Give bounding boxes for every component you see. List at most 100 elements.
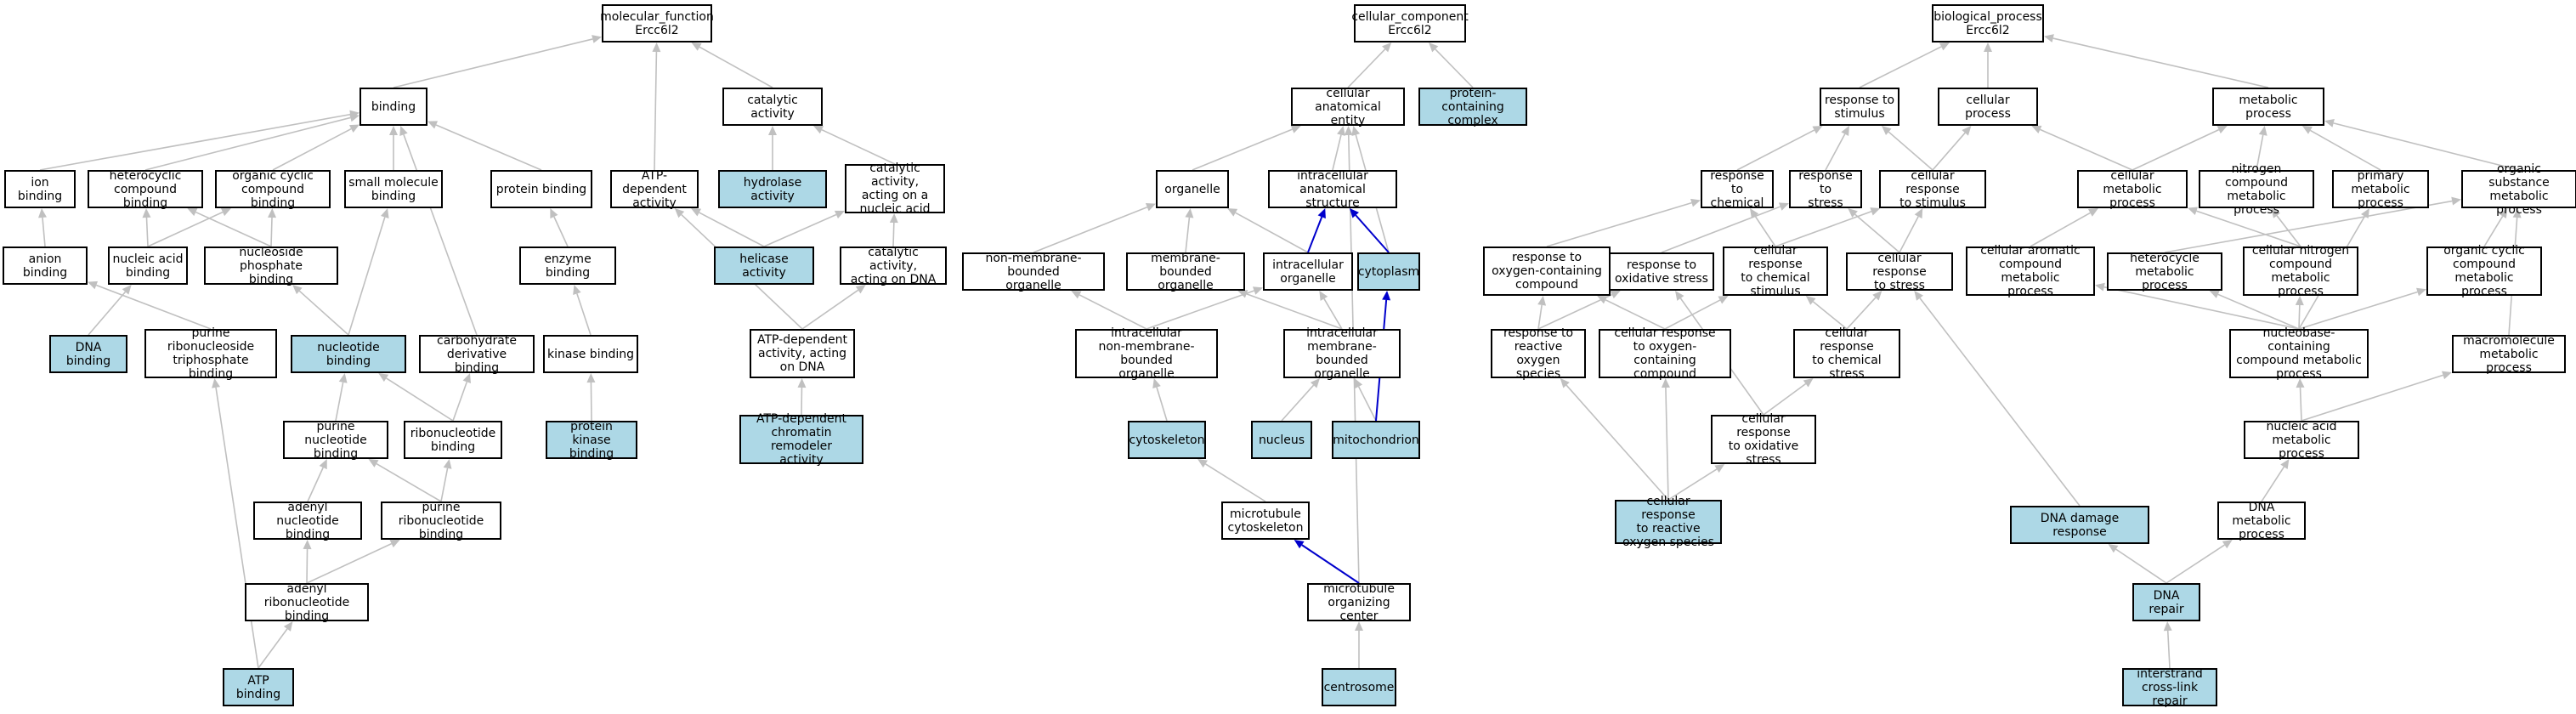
arrowhead-mtoc-to-mt_cyto: [1294, 540, 1305, 549]
node-heterocyclic-compound-binding[interactable]: heterocyclic compound binding: [88, 169, 203, 210]
edge-cell_resp_stress-to-resp_stress: [1854, 213, 1900, 253]
node-microtubule-cytoskeleton[interactable]: microtubule cytoskeleton: [1221, 502, 1310, 540]
node-primary-metabolic-process[interactable]: primary metabolic process: [2332, 169, 2429, 210]
node-cellular-response-to-stress[interactable]: cellular response to stress: [1846, 252, 1953, 292]
arrowhead-carb_binding-to-binding: [399, 126, 408, 137]
arrowhead-intra_nmb-to-intra_org: [1252, 286, 1263, 295]
node-enzyme-binding[interactable]: enzyme binding: [519, 246, 616, 285]
node-nucleoside-phosphate-binding[interactable]: nucleoside phosphate binding: [204, 246, 338, 286]
node-protein-binding[interactable]: protein binding: [490, 170, 592, 208]
node-cellular-nitrogen-compound-metabolic-process[interactable]: cellular nitrogen compound metabolic pro…: [2243, 244, 2358, 298]
node-carbohydrate-derivative-binding[interactable]: carbohydrate derivative binding: [419, 334, 535, 375]
node-chromatin-remodeler-activity[interactable]: ATP-dependent chromatin remodeler activi…: [739, 412, 863, 467]
node-nucleic-acid-binding[interactable]: nucleic acid binding: [108, 246, 188, 285]
node-cellular-process[interactable]: cellular process: [1938, 88, 2038, 126]
node-nucleotide-binding[interactable]: nucleotide binding: [291, 335, 406, 373]
node-biological-process[interactable]: biological_process Ercc6l2: [1932, 4, 2044, 42]
node-cellular-response-to-stimulus[interactable]: cellular response to stimulus: [1879, 169, 1986, 210]
node-purine-nucleotide-binding[interactable]: purine nucleotide binding: [283, 420, 388, 461]
node-atp-binding[interactable]: ATP binding: [223, 668, 294, 706]
node-cellular-response-to-oxygen-containing-compound[interactable]: cellular response to oxygen-containing c…: [1599, 326, 1731, 381]
arrowhead-hetero_binding-to-binding: [349, 113, 360, 122]
node-cellular-response-to-oxidative-stress[interactable]: cellular response to oxidative stress: [1711, 412, 1816, 467]
node-response-to-reactive-oxygen-species[interactable]: response to reactive oxygen species: [1491, 326, 1586, 381]
node-catalytic-activity-dna[interactable]: catalytic activity, acting on DNA: [840, 246, 947, 286]
node-heterocycle-metabolic-process[interactable]: heterocycle metabolic process: [2107, 252, 2222, 292]
node-microtubule-organizing-center[interactable]: microtubule organizing center: [1307, 582, 1411, 623]
node-cellular-response-to-chemical-stress[interactable]: cellular response to chemical stress: [1793, 326, 1900, 381]
node-interstrand-cross-link-repair[interactable]: interstrand cross-link repair: [2122, 667, 2217, 708]
node-membrane-bounded-organelle[interactable]: membrane-bounded organelle: [1126, 252, 1245, 292]
node-purine-ribonucleotide-binding[interactable]: purine ribonucleotide binding: [381, 501, 501, 541]
node-purine-ribonucleoside-triphosphate-binding[interactable]: purine ribonucleoside triphosphate bindi…: [144, 326, 277, 381]
edge-anion_binding-to-ion_binding: [42, 217, 46, 247]
node-intracellular-organelle[interactable]: intracellular organelle: [1263, 252, 1353, 291]
node-cytoskeleton[interactable]: cytoskeleton: [1128, 421, 1206, 459]
node-organic-cyclic-compound-binding[interactable]: organic cyclic compound binding: [215, 169, 331, 210]
edge-carb_binding-to-binding: [403, 134, 478, 336]
node-response-to-chemical[interactable]: response to chemical: [1701, 169, 1774, 210]
node-dna-damage-response[interactable]: DNA damage response: [2010, 506, 2149, 544]
node-cellular-component[interactable]: cellular_component Ercc6l2: [1351, 4, 1469, 42]
node-atp-dependent-activity-dna[interactable]: ATP-dependent activity, acting on DNA: [750, 329, 855, 378]
node-organic-substance-metabolic-process[interactable]: organic substance metabolic process: [2461, 162, 2576, 217]
arrowhead-cat_nucleic-to-catalytic: [813, 126, 824, 134]
node-response-to-stimulus[interactable]: response to stimulus: [1820, 88, 1899, 126]
arrowhead-resp_ros-to-resp_oxy: [1537, 296, 1547, 306]
arrowhead-organelle-to-cae: [1290, 125, 1301, 133]
node-nucleobase-containing-compound-metabolic-process[interactable]: nucleobase-containing compound metabolic…: [2229, 326, 2369, 381]
node-dna-repair[interactable]: DNA repair: [2132, 583, 2200, 621]
node-helicase-activity[interactable]: helicase activity: [714, 246, 814, 285]
node-ribonucleotide-binding[interactable]: ribonucleotide binding: [404, 421, 502, 459]
arrowhead-dna_met-to-nucacid_met: [2280, 459, 2290, 469]
node-cellular-metabolic-process[interactable]: cellular metabolic process: [2077, 169, 2188, 210]
arrowhead-intra_mb-to-mb_org: [1237, 290, 1248, 298]
node-catalytic-activity-nucleic-acid[interactable]: catalytic activity, acting on a nucleic …: [845, 162, 945, 216]
arrowhead-resp_oxy-to-resp_chem: [1690, 198, 1701, 207]
node-nucleic-acid-metabolic-process[interactable]: nucleic acid metabolic process: [2244, 420, 2359, 461]
node-adenyl-nucleotide-binding[interactable]: adenyl nucleotide binding: [253, 501, 362, 541]
node-adenyl-ribonucleotide-binding[interactable]: adenyl ribonucleotide binding: [245, 582, 369, 623]
node-protein-containing-complex[interactable]: protein-containing complex: [1418, 87, 1527, 128]
node-binding[interactable]: binding: [360, 88, 427, 126]
node-cellular-aromatic-compound-metabolic-process[interactable]: cellular aromatic compound metabolic pro…: [1966, 244, 2095, 298]
node-nitrogen-compound-metabolic-process[interactable]: nitrogen compound metabolic process: [2199, 162, 2314, 217]
node-anion-binding[interactable]: anion binding: [3, 246, 88, 285]
node-protein-kinase-binding[interactable]: protein kinase binding: [546, 420, 637, 461]
node-kinase-binding[interactable]: kinase binding: [543, 335, 638, 373]
node-organic-cyclic-compound-metabolic-process[interactable]: organic cyclic compound metabolic proces…: [2426, 244, 2542, 298]
node-cellular-anatomical-entity[interactable]: cellular anatomical entity: [1291, 87, 1405, 128]
edge-cell_resp_chem_stress-to-cell_resp_chem_stim: [1812, 301, 1848, 330]
node-dna-binding[interactable]: DNA binding: [49, 335, 127, 373]
node-hydrolase-activity[interactable]: hydrolase activity: [718, 170, 827, 208]
node-ion-binding[interactable]: ion binding: [4, 170, 76, 208]
node-intracellular-anatomical-structure[interactable]: intracellular anatomical structure: [1268, 169, 1397, 210]
arrowhead-nucacid_met-to-macro_met: [2441, 371, 2452, 380]
edge-cell_met-to-met_proc: [2132, 128, 2220, 171]
node-intracellular-non-membrane-bounded-organelle[interactable]: intracellular non-membrane-bounded organ…: [1075, 326, 1218, 381]
node-dna-metabolic-process[interactable]: DNA metabolic process: [2217, 501, 2306, 541]
edge-nucleotide_binding-to-nucphos_binding: [298, 290, 349, 336]
node-non-membrane-bounded-organelle[interactable]: non-membrane-bounded organelle: [962, 252, 1105, 292]
edge-organelle-to-cae: [1192, 128, 1293, 171]
node-response-to-oxygen-containing-compound[interactable]: response to oxygen-containing compound: [1483, 246, 1611, 296]
node-centrosome[interactable]: centrosome: [1322, 668, 1396, 706]
node-macromolecule-metabolic-process[interactable]: macromolecule metabolic process: [2452, 334, 2566, 375]
node-response-to-oxidative-stress[interactable]: response to oxidative stress: [1609, 252, 1714, 291]
node-cellular-response-to-chemical-stimulus[interactable]: cellular response to chemical stimulus: [1723, 244, 1828, 298]
node-cytoplasm[interactable]: cytoplasm: [1357, 252, 1420, 291]
node-metabolic-process[interactable]: metabolic process: [2212, 88, 2324, 126]
node-catalytic-activity[interactable]: catalytic activity: [722, 88, 823, 126]
node-nucleus[interactable]: nucleus: [1251, 421, 1312, 459]
node-small-molecule-binding[interactable]: small molecule binding: [344, 170, 443, 208]
edge-intra_org-to-intra_anat: [1307, 216, 1323, 253]
edge-ribonuc_binding-to-nucleotide_binding: [386, 377, 454, 422]
node-organelle[interactable]: organelle: [1156, 170, 1229, 208]
node-response-to-stress[interactable]: response to stress: [1789, 169, 1862, 210]
edge-dna_repair-to-dna_met: [2166, 544, 2225, 584]
node-mitochondrion[interactable]: mitochondrion: [1332, 421, 1420, 459]
node-atp-dependent-activity[interactable]: ATP-dependent activity: [610, 169, 699, 210]
node-molecular-function[interactable]: molecular_function Ercc6l2: [600, 4, 714, 42]
node-intracellular-membrane-bounded-organelle[interactable]: intracellular membrane-bounded organelle: [1283, 326, 1401, 381]
node-cellular-response-to-reactive-oxygen-species[interactable]: cellular response to reactive oxygen spe…: [1615, 495, 1722, 549]
